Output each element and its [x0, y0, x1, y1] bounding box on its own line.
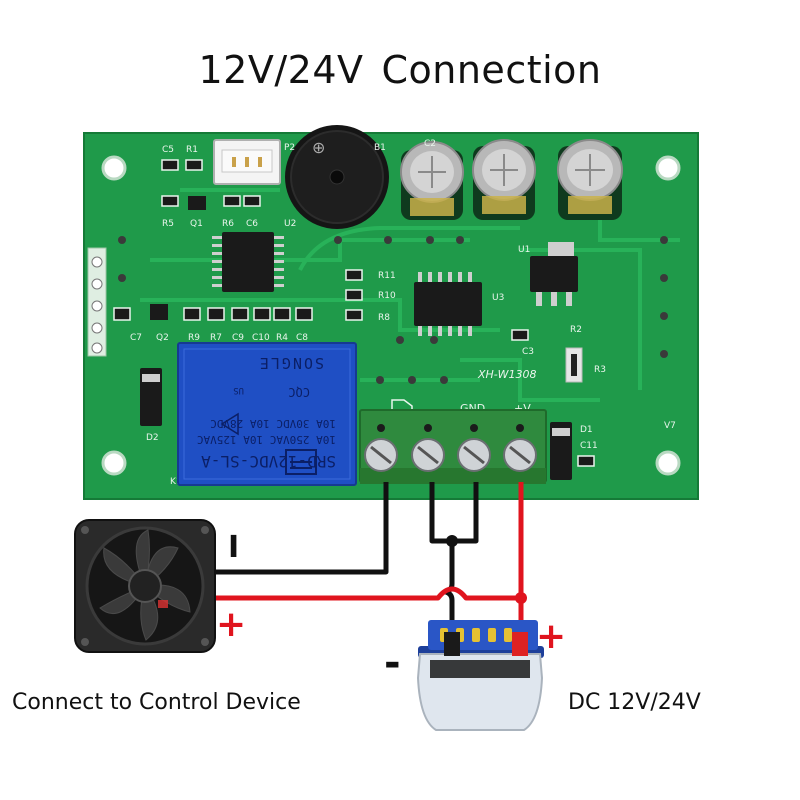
terminal-screws	[364, 424, 537, 472]
pin-header	[87, 247, 107, 357]
terminal-block	[359, 409, 547, 484]
relay-brand: SONGLE	[258, 354, 324, 372]
capacitor	[557, 139, 623, 220]
wires	[214, 482, 524, 640]
silk-label: C2	[424, 139, 436, 149]
ic-u3	[414, 272, 482, 336]
mounting-hole-icon	[101, 450, 127, 476]
battery-minus-label: -	[384, 640, 401, 686]
silk-label: C6	[246, 219, 258, 229]
title-connection: Connection	[381, 48, 602, 92]
silk-label: C3	[522, 347, 534, 357]
mounting-hole-icon	[655, 155, 681, 181]
fan-caption: Connect to Control Device	[12, 690, 301, 715]
relay-output-symbol-icon	[391, 399, 413, 412]
silk-label: R6	[222, 219, 234, 229]
relay-us: US	[233, 385, 244, 395]
ic-u2	[212, 232, 284, 292]
relay-cert: CQC	[288, 385, 310, 399]
silk-label: K1	[170, 477, 182, 487]
mounting-hole-icon	[655, 450, 681, 476]
fan-plus-label: +	[216, 604, 247, 645]
silk-label: R3	[594, 365, 606, 375]
silk-label: R5	[162, 219, 174, 229]
battery-icon	[416, 620, 544, 731]
diode-d1	[550, 422, 572, 480]
capacitor	[400, 141, 464, 220]
silk-label: C5	[162, 145, 174, 155]
terminal-screw-icon	[411, 424, 445, 472]
silk-label: U1	[518, 245, 530, 255]
relay-model: SRD-12VDC-SL-A	[201, 452, 336, 471]
silk-label: C8	[296, 333, 308, 343]
silk-label: U2	[284, 219, 296, 229]
diagram-title: 12V/24V Connection	[0, 48, 800, 92]
relay-k1: SRD-12VDC-SL-A 10A 250VAC 10A 125VAC 10A…	[177, 342, 357, 486]
silk-label: Q2	[156, 333, 169, 343]
capacitor	[472, 139, 536, 220]
battery-plus-label: +	[536, 616, 567, 657]
silk-label: D2	[146, 433, 159, 443]
relay-logo-icon	[285, 449, 317, 475]
buzzer-plus-icon: ⊕	[312, 138, 325, 157]
battery-terminal-plus	[512, 632, 528, 656]
diodes	[140, 368, 572, 480]
board-model-label: XH-W1308	[477, 368, 536, 381]
edge-pads	[118, 236, 668, 384]
diode-d2	[140, 368, 162, 426]
terminal-screw-icon	[503, 424, 537, 472]
wire-relay-to-fan	[214, 482, 389, 575]
pcb-board: ⊕	[83, 125, 699, 500]
silk-label: R2	[570, 325, 582, 335]
fan-icon	[74, 519, 216, 653]
silk-label: Q1	[190, 219, 203, 229]
capacitors	[400, 139, 623, 220]
smd-components	[113, 159, 595, 467]
supply-caption: DC 12V/24V	[568, 690, 701, 715]
silk-label: R7	[210, 333, 222, 343]
silk-label: C9	[232, 333, 244, 343]
silk-label: P2	[284, 143, 295, 153]
silk-label: C7	[130, 333, 142, 343]
voltage-regulator-u1	[530, 242, 578, 306]
fan-hub	[128, 569, 162, 603]
silk-label: U3	[492, 293, 504, 303]
silk-label: R4	[276, 333, 288, 343]
jst-connector	[213, 139, 281, 185]
silk-label: R1	[186, 145, 198, 155]
buzzer: ⊕	[285, 125, 389, 229]
mounting-hole-icon	[101, 155, 127, 181]
silk-label: R9	[188, 333, 200, 343]
relay-rating-2: 10A 30VDC 10A 28VDC	[210, 417, 336, 430]
silk-label: R11	[378, 271, 396, 281]
title-voltage: 12V/24V	[198, 48, 364, 92]
battery-terminal-minus	[444, 632, 460, 656]
silk-label: B1	[374, 143, 386, 153]
ic-chips	[212, 232, 578, 336]
silk-label: C10	[252, 333, 270, 343]
terminal-screw-icon	[457, 424, 491, 472]
silk-label: R10	[378, 291, 396, 301]
mounting-holes	[101, 155, 681, 476]
silk-label: D1	[580, 425, 593, 435]
silk-label: R8	[378, 313, 390, 323]
relay-rating-1: 10A 250VAC 10A 125VAC	[197, 433, 336, 446]
silkscreen-labels: C5 R1 P2 B1 C2 R5 Q1 R6 C6 U2 R11 R10 R8…	[130, 139, 676, 487]
silk-label: V7	[664, 421, 676, 431]
junction-dot-icon	[446, 535, 458, 547]
wire-fan-plus	[214, 586, 521, 601]
silk-label: C11	[580, 441, 598, 451]
warning-triangle-icon	[220, 412, 239, 436]
junction-dot-icon	[515, 592, 527, 604]
fan-minus-label: I	[228, 530, 240, 565]
terminal-screw-icon	[364, 424, 398, 472]
